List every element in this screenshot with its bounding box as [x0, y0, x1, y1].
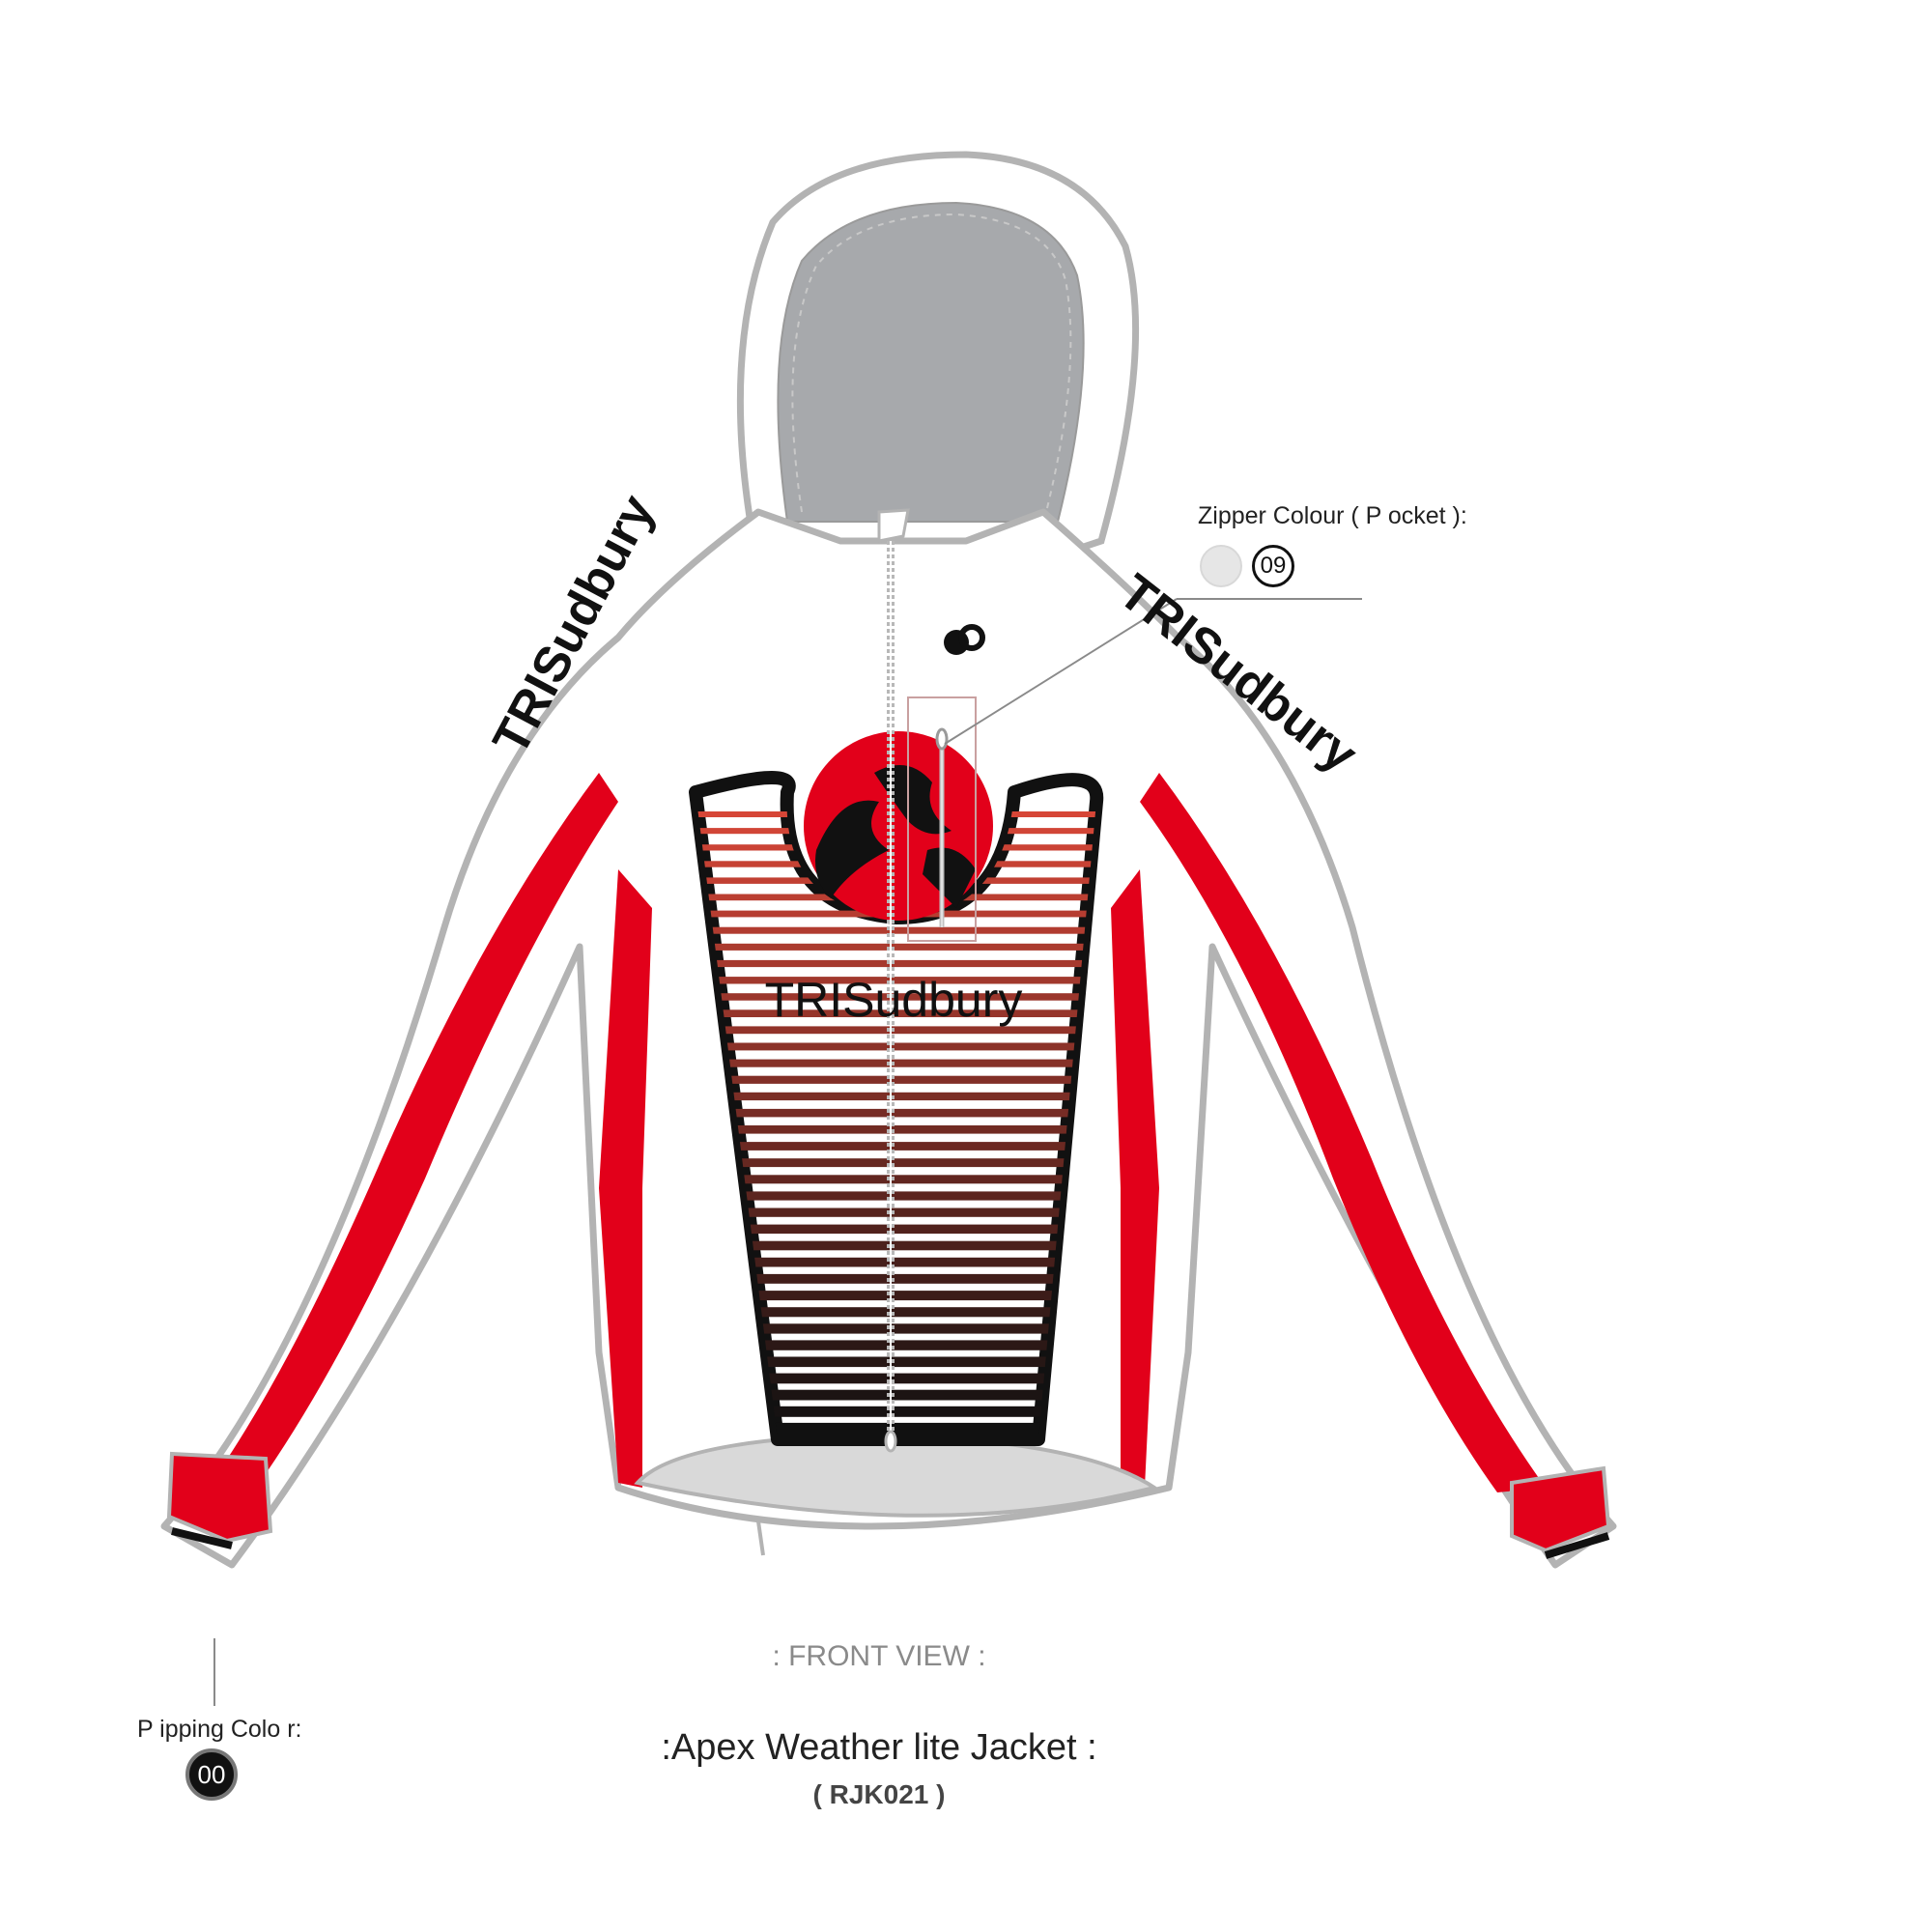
chest-stripe	[696, 1191, 1097, 1201]
chest-stripe	[696, 1175, 1097, 1184]
product-code: ( RJK021 )	[812, 1779, 946, 1809]
chest-stripe	[696, 1307, 1097, 1318]
hood	[736, 151, 1140, 564]
pipping-colour-code: 00	[185, 1748, 238, 1801]
chest-stripe	[696, 1240, 1097, 1251]
pocket-zipper	[907, 696, 977, 942]
center-zipper	[877, 508, 910, 1453]
chest-stripe	[696, 1373, 1097, 1384]
chest-stripe	[696, 1224, 1097, 1235]
product-name: :Apex Weather lite Jacket :	[661, 1727, 1097, 1768]
chest-stripe	[696, 926, 1097, 934]
chest-stripe	[696, 977, 1097, 984]
chest-stripe	[696, 959, 1097, 968]
zipper-colour-swatch	[1200, 545, 1242, 587]
chest-stripe	[696, 1406, 1097, 1417]
red-side-stripes	[208, 773, 1546, 1492]
chest-stripe	[696, 1422, 1097, 1434]
chest-stripe	[696, 1075, 1097, 1084]
chest-stripe	[696, 1059, 1097, 1067]
chest-stripe	[696, 1257, 1097, 1267]
chest-stripe	[696, 1158, 1097, 1168]
chest-stripe	[696, 1356, 1097, 1368]
chest-stripe	[696, 1273, 1097, 1284]
brand-mark	[944, 624, 985, 655]
pipping-colour-label: P ipping Colo r:	[137, 1716, 302, 1743]
zipper-colour-code: 09	[1252, 545, 1294, 587]
chest-stripe	[696, 1389, 1097, 1401]
chest-stripe	[696, 1208, 1097, 1217]
chest-stripe	[696, 1009, 1097, 1017]
chest-stripe	[696, 1142, 1097, 1151]
chest-stripe	[696, 1340, 1097, 1350]
chest-circle-logo	[804, 731, 993, 921]
view-label: : FRONT VIEW :	[772, 1640, 986, 1672]
chest-stripe	[696, 1092, 1097, 1101]
chest-stripe	[696, 943, 1097, 951]
callout-lines	[213, 598, 1362, 1706]
cuff-left	[166, 1451, 273, 1549]
chest-stripe	[696, 1108, 1097, 1118]
cuff-right	[1510, 1465, 1611, 1559]
hem-lining	[634, 1432, 1159, 1518]
chest-stripe	[696, 1026, 1097, 1035]
zipper-colour-label: Zipper Colour ( P ocket ):	[1198, 502, 1467, 529]
chest-stripe	[696, 1042, 1097, 1051]
chest-stripe	[696, 1323, 1097, 1334]
chest-text: TRISudbury	[765, 973, 1023, 1027]
chest-stripe	[696, 1125, 1097, 1134]
chest-stripe	[696, 1291, 1097, 1301]
chest-stripe	[696, 993, 1097, 1001]
